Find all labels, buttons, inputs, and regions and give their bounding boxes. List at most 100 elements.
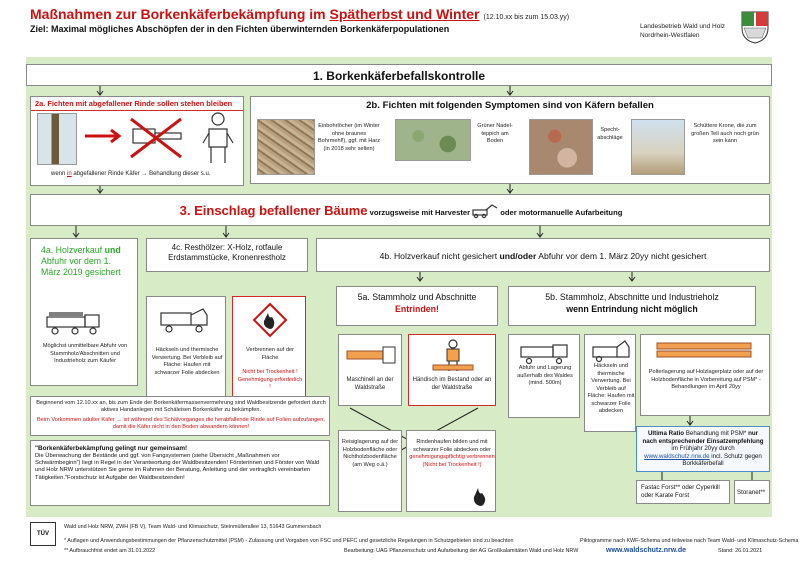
section-5b-chipping-caption: Häckseln und thermische Verwertung. Bei … xyxy=(587,363,635,414)
ultima-text-1: Behandlung mit PSM* xyxy=(684,430,749,437)
section-5b-pile-box: Polterlagerung auf Holzlagerplatz oder a… xyxy=(640,334,770,416)
section-3-felling: 3. Einschlag befallener Bäume vorzugswei… xyxy=(30,194,770,226)
fire-hazard-icon xyxy=(252,302,288,338)
footer-url[interactable]: www.waldschutz.nrw.de xyxy=(606,547,686,554)
section-4c-burning-warning: Nicht bei Trockenheit ! Genehmigung erfo… xyxy=(237,369,303,390)
section-4b-title: 4b. Holzverkauf nicht gesichert und/oder… xyxy=(317,239,769,273)
page-subtitle: Ziel: Maximal mögliches Abschöpfen der i… xyxy=(30,24,450,34)
section-4a-title-und: und xyxy=(104,245,121,255)
section-5a-machine-caption: Maschinell an der Waldstraße xyxy=(346,377,394,391)
chipper-icon xyxy=(592,340,630,363)
page-title: Maßnahmen zur Borkenkäferbekämpfung im S… xyxy=(30,6,569,22)
footer-pictograms: Piktogramme nach KWF-Schema und teilweis… xyxy=(580,538,799,544)
product-fastac-text: Fastac Forst** oder Cyperkill oder Karat… xyxy=(641,484,720,499)
section-5b-title-box: 5b. Stammholz, Abschnitte und Industrieh… xyxy=(508,286,756,326)
section-5a-machine-box: Maschinell an der Waldstraße xyxy=(338,334,402,406)
log-pile-icon xyxy=(656,342,752,358)
ultima-ratio-label: Ultima Ratio xyxy=(647,430,685,437)
footer-note-1: * Auflagen und Anwendungsbestimmungen de… xyxy=(64,538,514,544)
section-3-harvester-text: vorzugsweise mit Harvester xyxy=(367,208,473,217)
harvester-icon xyxy=(472,204,498,218)
footer-note-2: ** Aufbrauchfrist endet am 31.01.2022 xyxy=(64,548,156,554)
section-5a-title-2: Entrinden! xyxy=(395,304,439,314)
debarking-machine-icon xyxy=(346,346,396,364)
bark-pile-text: Rindenhaufen bilden und mit schwarzer Fo… xyxy=(413,439,491,453)
symptom-bore-holes: Einbohrlöcher (im Winter ohne braunes Bo… xyxy=(317,123,381,152)
footer-date: Stand: 26.01.2021 xyxy=(718,548,763,554)
caption-2a-part1: wenn xyxy=(51,171,68,177)
footer-editor: Bearbeitung: UAG Pflanzenschutz und Aufa… xyxy=(344,548,579,554)
section-3-manual-text: oder motormanuelle Aufarbeitung xyxy=(498,208,623,217)
woodpecker-damage-photo xyxy=(529,119,593,175)
section-5b-pile-caption: Polterlagerung auf Holzlagerplatz oder a… xyxy=(648,369,764,390)
notice-line-2: Beim Vorkommen adulter Käfer → ist währe… xyxy=(37,417,325,430)
bark-pile-warning: genehmigungspflichtig verbrennen (Nicht … xyxy=(409,454,495,468)
org-line-2: Nordrhein-Westfalen xyxy=(640,32,700,39)
manual-debarking-icon xyxy=(432,339,474,371)
ultima-ratio-text: Ultima Ratio Behandlung mit PSM* nur nac… xyxy=(637,427,769,471)
section-3-title-row: 3. Einschlag befallener Bäume vorzugswei… xyxy=(31,202,771,220)
section-4b-title-part1: 4b. Holzverkauf nicht gesichert xyxy=(379,251,500,261)
section-2b-title: 2b. Fichten mit folgenden Symptomen sind… xyxy=(366,100,654,111)
section-5b-title-1: 5b. Stammholz, Abschnitte und Industrieh… xyxy=(545,292,719,302)
section-5b-title-2: wenn Entrindung nicht möglich xyxy=(566,304,698,314)
waldschutz-link[interactable]: www.waldschutz.nrw.de xyxy=(644,452,710,460)
section-2a-box: 2a. Fichten mit abgefallener Rinde solle… xyxy=(30,96,244,186)
section-2a-title: 2a. Fichten mit abgefallener Rinde solle… xyxy=(31,97,243,111)
brushwood-storage-caption: Reisiglagerung auf der Holzbodenfläche o… xyxy=(341,439,399,468)
transport-truck-icon xyxy=(520,344,568,365)
section-4a-title-part1: 4a. Holzverkauf xyxy=(41,245,105,255)
org-line-1: Landesbetrieb Wald und Holz xyxy=(640,23,726,30)
section-5a-manual-caption: Händisch im Bestand oder an der Waldstra… xyxy=(412,377,492,391)
joint-responsibility-box: "Borkenkäferbekämpfung gelingt nur gemei… xyxy=(30,440,330,506)
section-4a-caption: Möglichst unmittelbare Abfuhr von Stammh… xyxy=(42,343,128,364)
flame-icon xyxy=(473,488,486,506)
debarking-notice: Beginnend vom 12.10.xx an, bis zum Ende … xyxy=(30,396,330,436)
caption-2a-in: in xyxy=(67,171,72,177)
product-fastac-box: Fastac Forst** oder Cyperkill oder Karat… xyxy=(636,480,730,504)
organization-name: Landesbetrieb Wald und Holz Nordrhein-We… xyxy=(640,22,730,40)
section-4c-chipping-caption: Häckseln und thermische Verwertung. Bei … xyxy=(151,347,223,376)
bark-pile-caption: Rindenhaufen bilden und mit schwarzer Fo… xyxy=(409,439,495,469)
section-2a-caption: wenn in abgefallener Rinde Käfer → Behan… xyxy=(51,171,251,179)
section-5b-chipping-box: Häckseln und thermische Verwertung. Bei … xyxy=(584,334,636,432)
forest-worker-icon xyxy=(202,112,234,163)
chipper-truck-icon xyxy=(160,308,208,333)
title-season: Spätherbst und Winter xyxy=(329,6,480,22)
section-4c-title-box: 4c. Resthölzer: X-Holz, rotfaule Erdstam… xyxy=(146,238,308,272)
section-4b-title-bold: und/oder xyxy=(499,251,537,261)
product-storanet-box: Storanet** xyxy=(734,480,770,504)
nrw-crest-icon xyxy=(741,11,769,44)
bore-holes-photo xyxy=(257,119,315,175)
section-5b-transport-box: Abfuhr und Lagerung außerhalb des Waldes… xyxy=(508,334,580,418)
ultima-text-3: incl. Schutz gegen Borkkäferbefall xyxy=(682,452,762,468)
tuv-logo: TÜV xyxy=(30,522,56,546)
section-4b-box: 4b. Holzverkauf nicht gesichert und/oder… xyxy=(316,238,770,272)
ultima-text-2: im Frühjahr 20yy durch xyxy=(671,445,735,453)
log-truck-icon xyxy=(46,312,100,335)
section-4a-box: 4a. Holzverkauf und Abfuhr vor dem 1. Mä… xyxy=(30,238,138,386)
symptom-thin-crown: Schüttere Krone, die zum großen Teil auc… xyxy=(691,123,759,144)
joint-body: Die Überwachung der Bestände und ggf. vo… xyxy=(35,453,320,481)
no-chainsaw-icon xyxy=(130,117,182,159)
title-date-range: (12.10.xx bis zum 15.03.yy) xyxy=(483,14,570,21)
joint-title: "Borkenkäferbekämpfung gelingt nur gemei… xyxy=(35,445,188,452)
brushwood-storage-box: Reisiglagerung auf der Holzbodenfläche o… xyxy=(338,430,402,512)
title-text: Maßnahmen zur Borkenkäferbekämpfung im xyxy=(30,6,330,22)
bark-pile-box: Rindenhaufen bilden und mit schwarzer Fo… xyxy=(406,430,496,512)
section-5a-title-box: 5a. Stammholz und Abschnitte Entrinden! xyxy=(336,286,498,326)
section-4a-title: 4a. Holzverkauf und Abfuhr vor dem 1. Mä… xyxy=(31,239,137,278)
section-5a-manual-box: Händisch im Bestand oder an der Waldstra… xyxy=(408,334,496,406)
ultima-ratio-box: Ultima Ratio Behandlung mit PSM* nur nac… xyxy=(636,426,770,472)
section-3-title: 3. Einschlag befallener Bäume xyxy=(179,203,368,218)
ultima-recommendation: nur nach entsprechender Einsatzempfehlun… xyxy=(642,430,764,445)
section-4c-title: 4c. Resthölzer: X-Holz, rotfaule Erdstam… xyxy=(168,243,286,262)
bark-fallen-photo xyxy=(37,113,77,165)
section-5b-transport-caption: Abfuhr und Lagerung außerhalb des Waldes… xyxy=(517,365,573,386)
section-4c-burning-caption: Verbrennen auf der Fläche xyxy=(246,347,294,361)
thin-crown-photo xyxy=(631,119,685,175)
section-1-control: 1. Borkenkäferbefallskontrolle xyxy=(26,64,772,86)
footer-organization: Wald und Holz NRW, ZWH (FB V), Team Wald… xyxy=(64,524,322,530)
symptom-woodpecker: Specht-abschläge xyxy=(597,127,623,141)
section-2b-box: 2b. Fichten mit folgenden Symptomen sind… xyxy=(250,96,770,184)
